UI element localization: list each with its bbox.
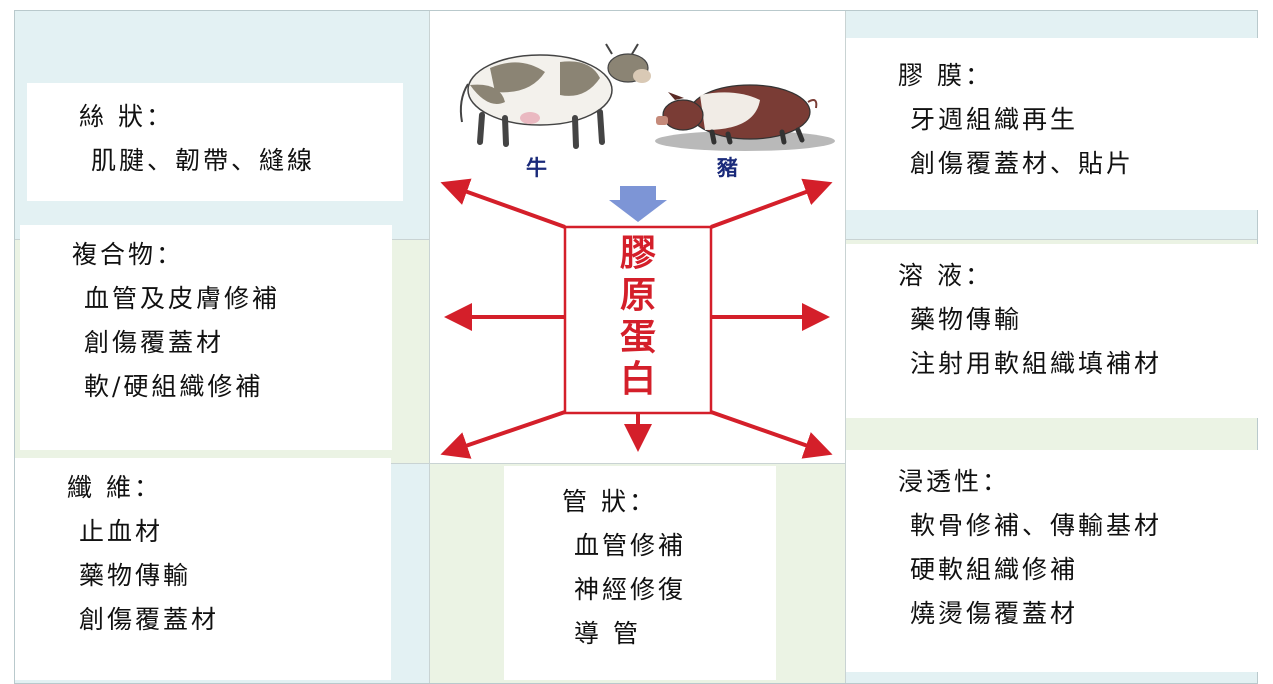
- arrow-to-fiber: [440, 410, 566, 459]
- box-osmotic: 浸透性： 軟骨修補、傳輸基材 硬軟組織修補 燒燙傷覆蓋材: [846, 450, 1258, 672]
- grid-divider: [845, 11, 846, 683]
- box-line: 硬軟組織修補: [910, 555, 1079, 584]
- box-line: 止血材: [79, 517, 164, 546]
- box-line: 血管修補: [574, 531, 687, 560]
- collagen-char: 蛋: [619, 317, 656, 358]
- grid-divider: [429, 11, 430, 683]
- pig-label: 豬: [717, 156, 738, 180]
- cow-label: 牛: [526, 156, 547, 180]
- box-line: 軟/硬組織修補: [84, 372, 264, 401]
- box-line: 導 管: [574, 619, 641, 648]
- pig-icon: [655, 84, 835, 151]
- cow-icon: [459, 43, 651, 149]
- box-title: 管 狀：: [562, 487, 657, 516]
- box-line: 藥物傳輸: [910, 305, 1023, 334]
- box-line: 血管及皮膚修補: [84, 284, 281, 313]
- grid-divider: [15, 463, 1257, 464]
- box-line: 牙週組織再生: [910, 105, 1079, 134]
- box-line: 創傷覆蓋材: [84, 328, 225, 357]
- arrow-to-filament: [440, 178, 566, 229]
- down-arrow-icon: [609, 186, 667, 222]
- box-fiber: 纖 維： 止血材 藥物傳輸 創傷覆蓋材: [15, 458, 391, 680]
- box-filament: 絲 狀： 肌腱、韌帶、縫線: [27, 83, 403, 201]
- box-membrane: 膠 膜： 牙週組織再生 創傷覆蓋材、貼片: [846, 38, 1258, 210]
- collagen-char: 白: [619, 359, 656, 400]
- grid-divider: [846, 239, 1257, 240]
- box-line: 軟骨修補、傳輸基材: [910, 511, 1163, 540]
- box-title: 溶 液：: [898, 261, 993, 290]
- box-line: 肌腱、韌帶、縫線: [91, 146, 316, 175]
- box-line: 創傷覆蓋材、貼片: [910, 149, 1135, 178]
- box-tubular: 管 狀： 血管修補 神經修復 導 管: [504, 466, 776, 680]
- box-title: 複合物：: [72, 240, 185, 269]
- collagen-box: [563, 225, 713, 415]
- arrow-to-membrane: [710, 178, 833, 229]
- collagen-char: 原: [619, 275, 656, 316]
- arrow-to-osmotic: [710, 410, 833, 459]
- box-line: 神經修復: [574, 575, 687, 604]
- box-line: 創傷覆蓋材: [79, 605, 220, 634]
- box-title: 浸透性：: [898, 467, 1011, 496]
- box-line: 注射用軟組織填補材: [910, 349, 1163, 378]
- box-title: 纖 維：: [67, 473, 162, 502]
- box-line: 藥物傳輸: [79, 561, 192, 590]
- box-title: 絲 狀：: [79, 102, 174, 131]
- box-title: 膠 膜：: [898, 61, 993, 90]
- collagen-label: 膠 原 蛋 白: [565, 227, 711, 413]
- box-composite: 複合物： 血管及皮膚修補 創傷覆蓋材 軟/硬組織修補: [20, 225, 392, 450]
- box-line: 燒燙傷覆蓋材: [910, 599, 1079, 628]
- box-solution: 溶 液： 藥物傳輸 注射用軟組織填補材: [846, 244, 1258, 418]
- collagen-char: 膠: [619, 233, 656, 274]
